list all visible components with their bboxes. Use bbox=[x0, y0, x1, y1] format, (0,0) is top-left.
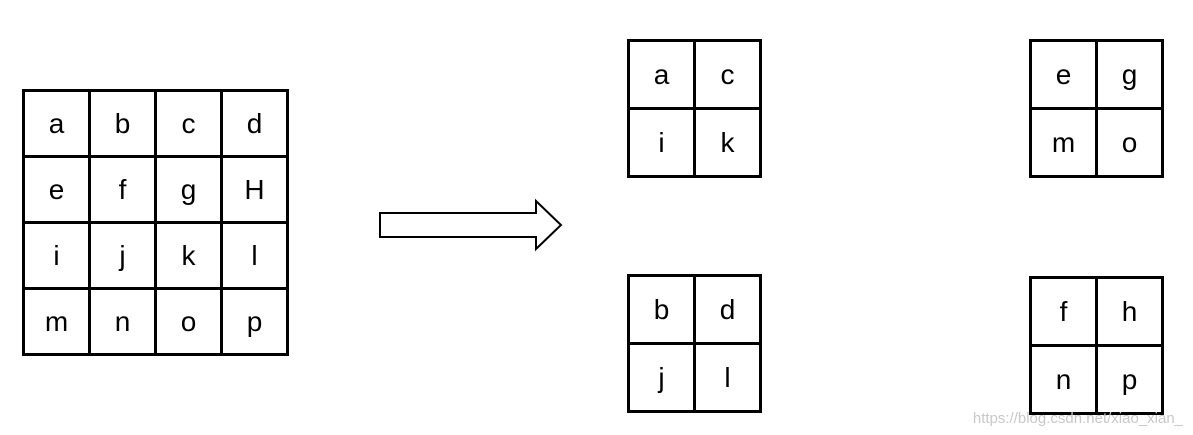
grid-row: f h bbox=[1029, 276, 1164, 347]
grid-cell: f bbox=[88, 155, 157, 224]
grid-cell: n bbox=[1029, 344, 1098, 415]
sub-grid-top-left: a c i k bbox=[627, 39, 762, 178]
grid-cell: a bbox=[627, 39, 696, 110]
grid-row: m n o p bbox=[22, 287, 289, 356]
grid-row: a b c d bbox=[22, 89, 289, 158]
grid-cell: b bbox=[627, 274, 696, 345]
grid-cell: H bbox=[220, 155, 289, 224]
grid-cell: g bbox=[1095, 39, 1164, 110]
grid-cell: p bbox=[220, 287, 289, 356]
grid-cell: o bbox=[1095, 107, 1164, 178]
source-grid-4x4: a b c d e f g H i j k l m n o p bbox=[22, 89, 289, 356]
grid-cell: n bbox=[88, 287, 157, 356]
grid-cell: h bbox=[1095, 276, 1164, 347]
grid-cell: o bbox=[154, 287, 223, 356]
grid-cell: b bbox=[88, 89, 157, 158]
grid-cell: k bbox=[693, 107, 762, 178]
grid-row: n p bbox=[1029, 344, 1164, 415]
sub-grid-bottom-left: b d j l bbox=[627, 274, 762, 413]
grid-cell: d bbox=[693, 274, 762, 345]
grid-cell: g bbox=[154, 155, 223, 224]
watermark-text: https://blog.csdn.net/xiao_xian_ bbox=[972, 410, 1183, 427]
grid-cell: j bbox=[88, 221, 157, 290]
grid-cell: j bbox=[627, 342, 696, 413]
grid-cell: i bbox=[22, 221, 91, 290]
grid-row: e f g H bbox=[22, 155, 289, 224]
grid-cell: i bbox=[627, 107, 696, 178]
grid-row: b d bbox=[627, 274, 762, 345]
right-arrow-icon bbox=[379, 198, 563, 252]
grid-cell: m bbox=[22, 287, 91, 356]
grid-row: i k bbox=[627, 107, 762, 178]
grid-row: e g bbox=[1029, 39, 1164, 110]
grid-cell: l bbox=[693, 342, 762, 413]
grid-cell: l bbox=[220, 221, 289, 290]
grid-row: a c bbox=[627, 39, 762, 110]
grid-cell: m bbox=[1029, 107, 1098, 178]
grid-row: i j k l bbox=[22, 221, 289, 290]
grid-cell: f bbox=[1029, 276, 1098, 347]
grid-cell: e bbox=[22, 155, 91, 224]
grid-cell: c bbox=[693, 39, 762, 110]
grid-row: j l bbox=[627, 342, 762, 413]
grid-cell: p bbox=[1095, 344, 1164, 415]
grid-row: m o bbox=[1029, 107, 1164, 178]
grid-cell: a bbox=[22, 89, 91, 158]
grid-cell: e bbox=[1029, 39, 1098, 110]
sub-grid-top-right: e g m o bbox=[1029, 39, 1164, 178]
grid-cell: c bbox=[154, 89, 223, 158]
grid-cell: d bbox=[220, 89, 289, 158]
grid-cell: k bbox=[154, 221, 223, 290]
sub-grid-bottom-right: f h n p bbox=[1029, 276, 1164, 415]
